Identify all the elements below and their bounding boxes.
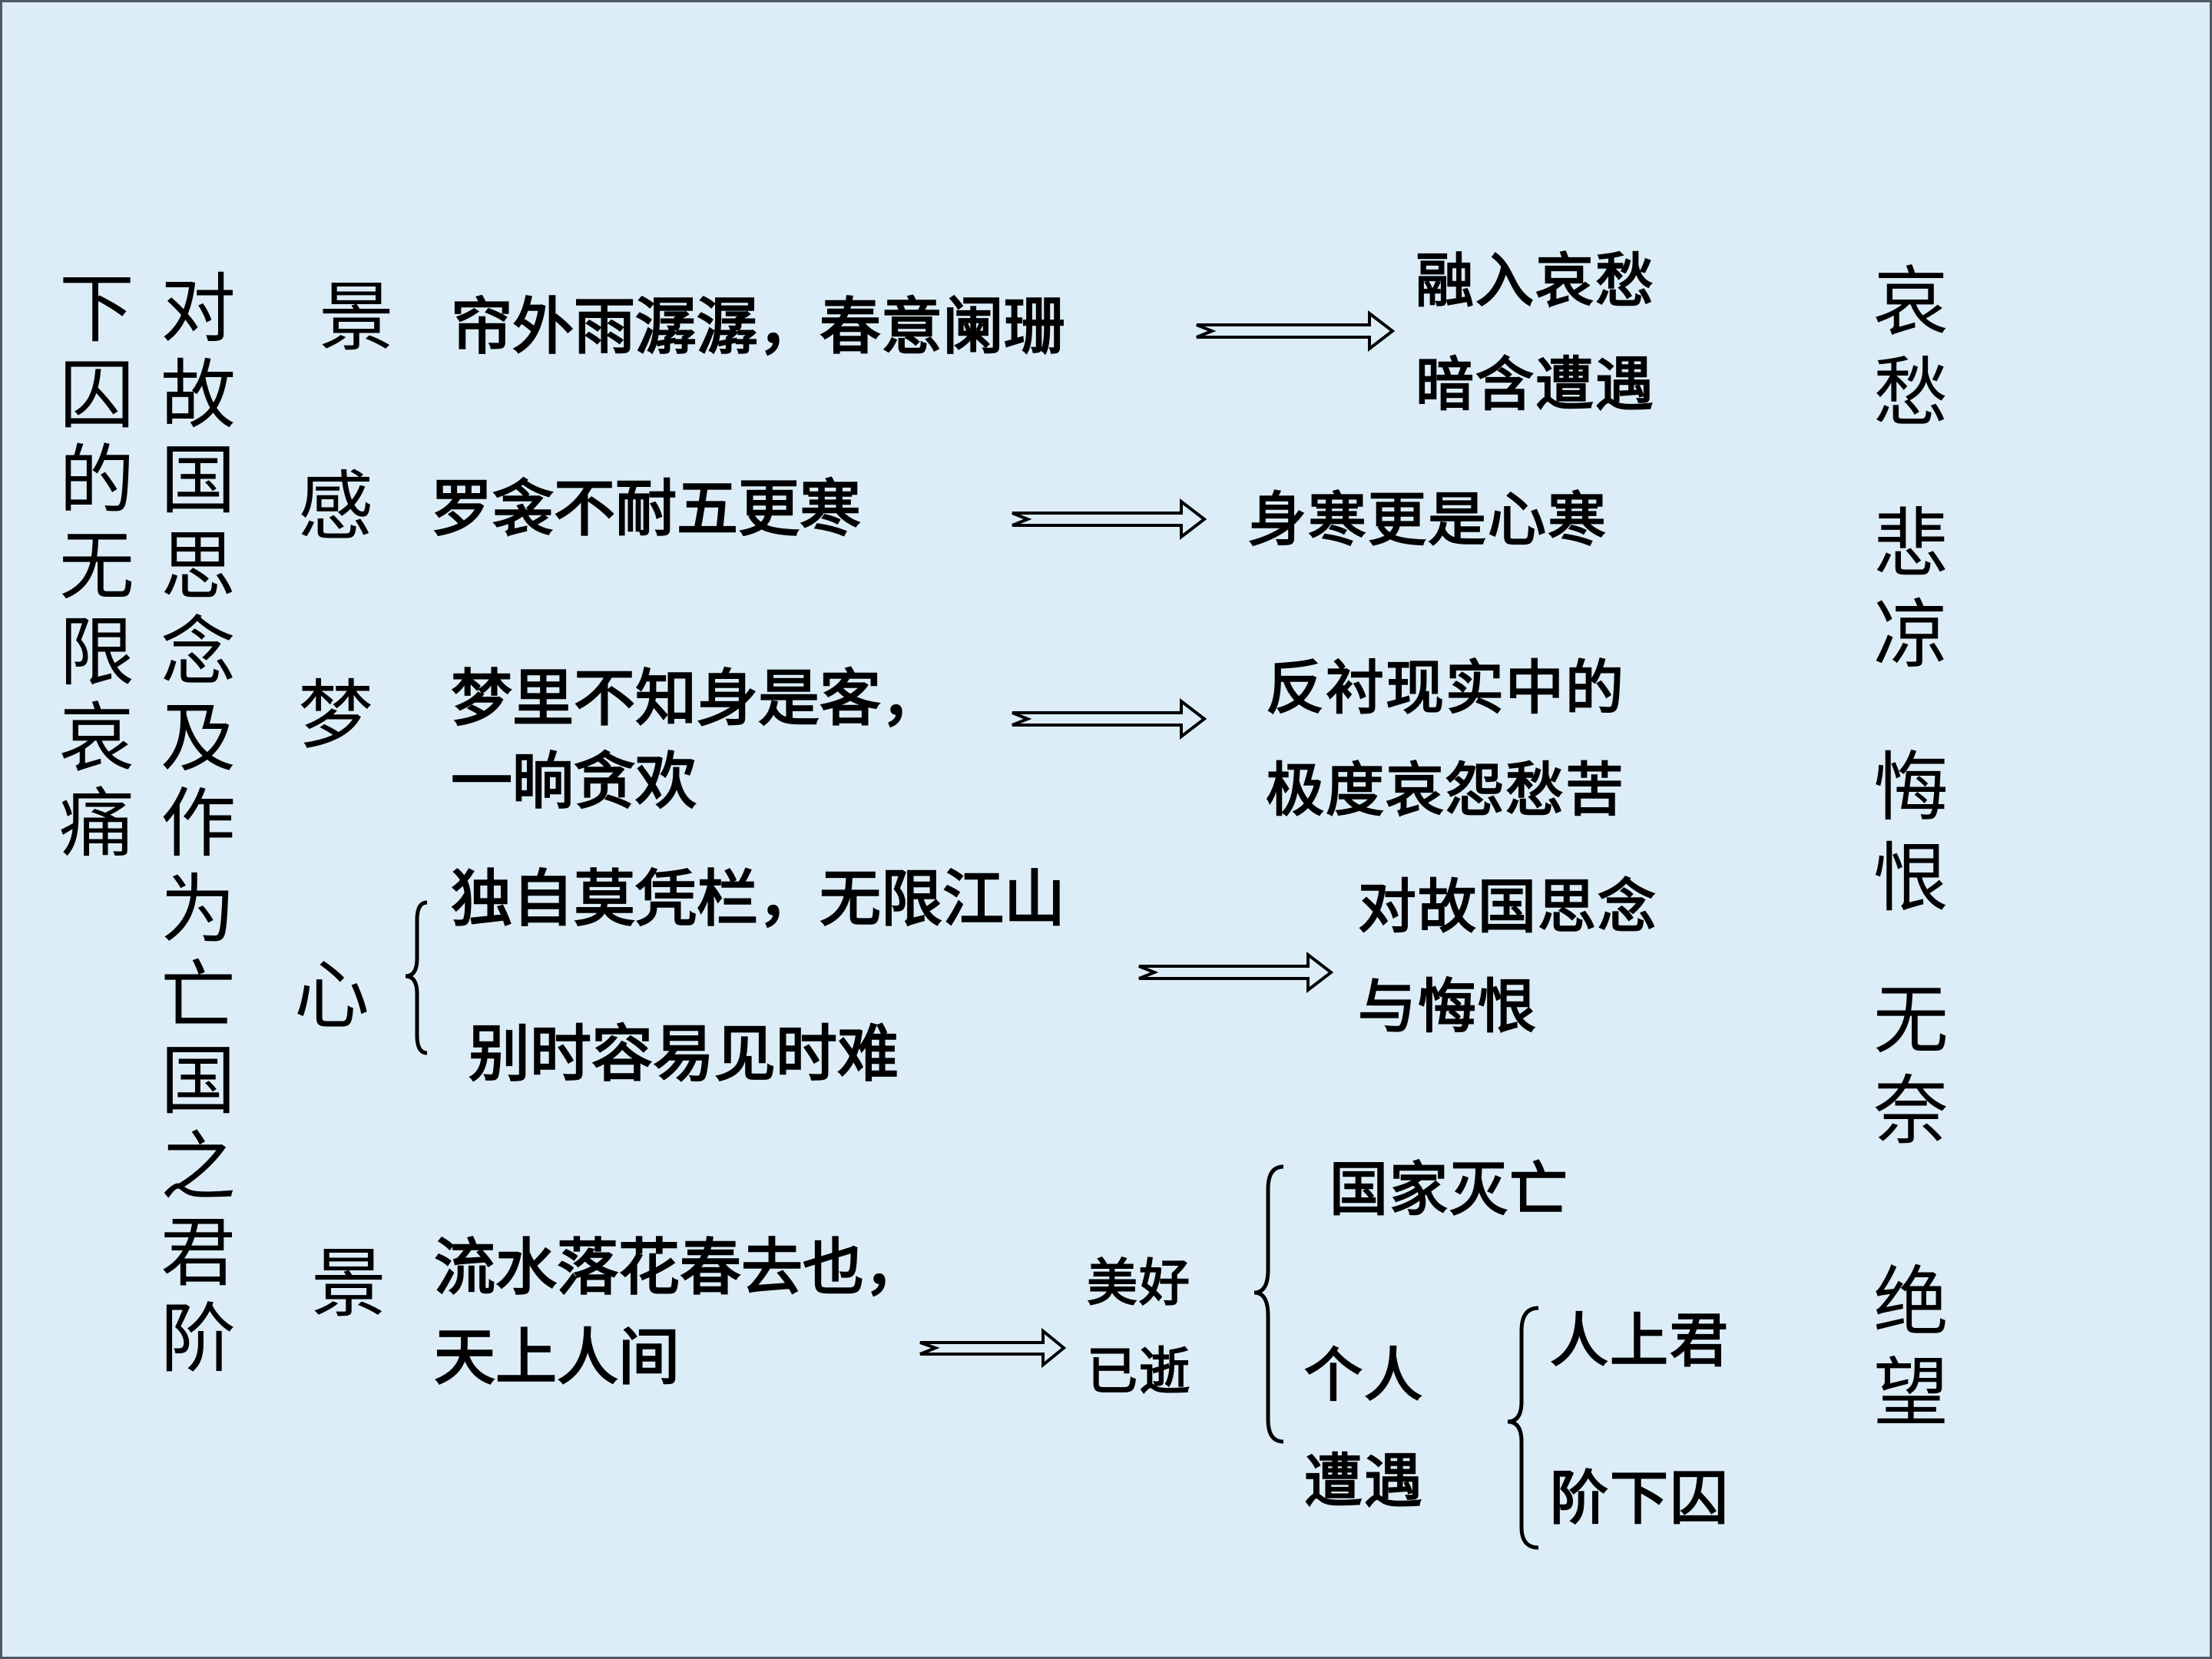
result-dream-a: 反衬现实中的: [1266, 654, 1625, 722]
sub-ruler: 人上君: [1550, 1306, 1730, 1375]
key-heart: 心: [294, 952, 370, 1040]
line-feeling: 罗衾不耐五更寒: [431, 473, 861, 545]
mid-gone: 已逝: [1087, 1342, 1191, 1401]
line-scene-1: 帘外雨潺潺，春意阑珊: [451, 291, 1065, 363]
arrow-scene-1: [1196, 310, 1396, 353]
arrow-heart: [1138, 951, 1334, 994]
vertical-inner-text: 对故国思念及作为亡国之君阶: [160, 266, 236, 1383]
key-dream: 梦: [298, 672, 374, 760]
result-heart-a: 对故国思念: [1358, 873, 1657, 941]
brace-final: [1253, 1164, 1284, 1444]
result-scene-1-b: 暗含遭遇: [1416, 350, 1655, 419]
key-scene-2: 景: [311, 1240, 387, 1328]
line-heart-1: 独自莫凭栏，无限江山: [451, 863, 1065, 935]
key-feeling: 感: [298, 463, 374, 551]
arrow-feeling: [1012, 498, 1207, 541]
brace-personal: [1507, 1306, 1539, 1550]
line-scene-2-2: 天上人间: [434, 1322, 680, 1393]
line-dream-2: 一晌贪欢: [451, 746, 697, 817]
line-scene-2-1: 流水落花春去也，: [434, 1232, 926, 1303]
branch-country-fall: 国家灭亡: [1330, 1155, 1569, 1224]
feeling-despair: 绝望: [1873, 1259, 1949, 1437]
feeling-desolation: 悲凉: [1873, 501, 1949, 679]
feeling-helpless: 无奈: [1873, 977, 1949, 1155]
result-feeling: 身寒更是心寒: [1248, 485, 1608, 554]
line-dream-1: 梦里不知身是客，: [451, 663, 942, 734]
branch-personal-2: 遭遇: [1304, 1447, 1424, 1515]
mid-beauty: 美好: [1087, 1253, 1191, 1313]
feeling-regret: 悔恨: [1873, 744, 1949, 922]
vertical-outer-text: 下囚的无限哀痛: [58, 266, 134, 869]
brace-heart: [405, 900, 428, 1055]
key-scene-1: 景: [319, 274, 395, 362]
arrow-scene-2: [919, 1327, 1067, 1369]
feeling-sorrow: 哀愁: [1873, 259, 1949, 437]
result-scene-1-a: 融入哀愁: [1416, 247, 1655, 315]
result-dream-b: 极度哀怨愁苦: [1266, 756, 1625, 824]
line-heart-2: 别时容易见时难: [469, 1018, 899, 1090]
arrow-dream: [1012, 697, 1207, 740]
result-heart-b: 与悔恨: [1358, 972, 1538, 1041]
branch-personal-1: 个人: [1304, 1341, 1424, 1409]
sub-prisoner: 阶下囚: [1550, 1464, 1730, 1532]
